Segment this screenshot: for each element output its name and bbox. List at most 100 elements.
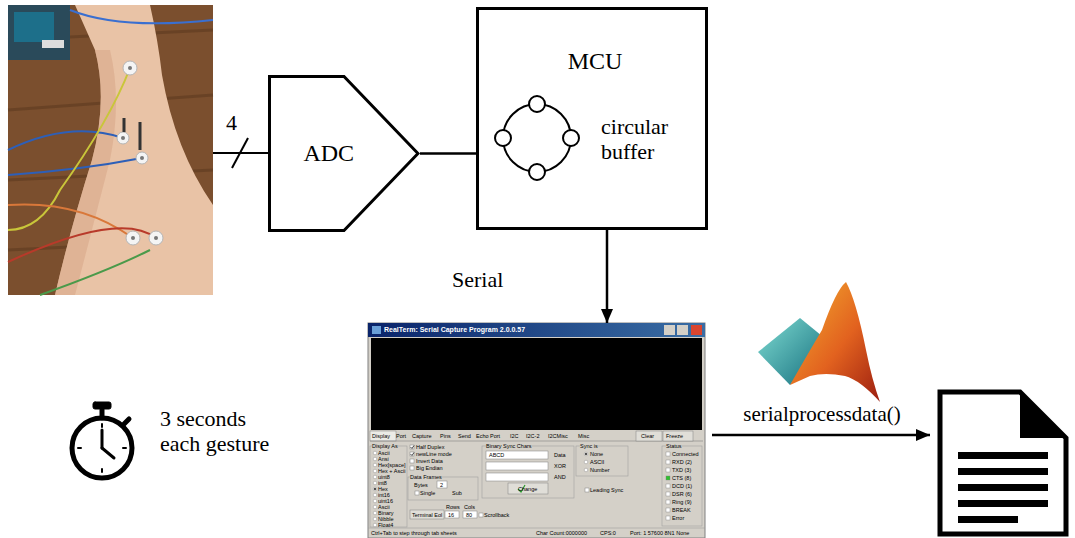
circular-buffer-icon [495, 130, 511, 146]
document-icon [958, 500, 1048, 507]
terminal-window [373, 499, 377, 503]
terminal-window [368, 323, 705, 538]
screen-text: Display As [372, 443, 398, 449]
terminal-window [373, 523, 377, 527]
arm-photo [8, 10, 213, 295]
document-icon [940, 392, 1066, 534]
screen-text: Number [590, 467, 610, 473]
terminal-window [666, 452, 670, 456]
screen-text: ABCD [489, 452, 504, 458]
terminal-window [373, 481, 377, 485]
screen-text: Invert Data [416, 458, 443, 464]
terminal-window [663, 431, 693, 441]
screen-text: Clear [641, 433, 654, 439]
arm-photo [117, 132, 129, 144]
terminal-window [584, 468, 588, 472]
screen-text: Big Endian [416, 465, 443, 471]
terminal-window [408, 477, 478, 500]
terminal-window [636, 431, 662, 441]
arm-photo [136, 152, 148, 164]
terminal-window [371, 338, 702, 430]
screen-text: Freeze [666, 433, 683, 439]
arm-photo [128, 66, 132, 70]
terminal-window [463, 511, 477, 518]
terminal-window [373, 457, 377, 461]
screen-text: Ctrl+Tab to step through tab sheets [371, 530, 457, 536]
terminal-window [585, 453, 587, 455]
terminal-window [370, 446, 702, 527]
screen-text: uint8 [378, 474, 390, 480]
stopwatch-icon [124, 419, 129, 424]
terminal-window [374, 488, 376, 490]
adc-outline [270, 77, 419, 231]
screen-text: Error [672, 515, 684, 521]
arm-photo [55, 5, 213, 295]
arm-photo [123, 61, 137, 75]
screen-text: Cols [464, 504, 475, 510]
terminal-window [373, 451, 588, 527]
screen-text: I2C [510, 433, 519, 439]
screen-text: Pins [440, 433, 451, 439]
terminal-window [584, 460, 588, 464]
screen-text: Send [458, 433, 471, 439]
terminal-window [479, 513, 483, 517]
screen-text: Scrollback [484, 512, 509, 518]
arm-photo [14, 12, 54, 42]
arm-photo [42, 40, 64, 48]
terminal-window [368, 323, 705, 538]
arm-photo [121, 136, 125, 140]
terminal-window [677, 325, 688, 335]
screen-text: 16 [448, 512, 454, 518]
arm-photo [8, 158, 142, 175]
screen-text: Rows [446, 504, 460, 510]
arm-photo [149, 231, 163, 245]
terminal-window [486, 473, 548, 481]
screen-text: TXD (3) [672, 467, 691, 473]
screen-text: AND [554, 474, 566, 480]
matlab-logo [758, 282, 880, 402]
screen-text: Data [554, 452, 566, 458]
terminal-window [437, 481, 447, 488]
screen-text: ASCII [590, 459, 604, 465]
terminal-window [666, 468, 670, 472]
edge-label: Serial [452, 267, 503, 292]
stopwatch-icon [93, 402, 111, 409]
document-icon [958, 484, 1048, 491]
arm-photo [8, 68, 130, 230]
terminal-window [666, 516, 670, 520]
stopwatch-icon [78, 424, 126, 472]
screen-text: Leading Sync [590, 487, 623, 493]
screen-text: 80 [466, 512, 472, 518]
screen-text: Hex [378, 486, 388, 492]
terminal-window [410, 466, 414, 470]
terminal-window [410, 459, 414, 463]
document-icon [958, 452, 1048, 459]
block-label: ADC [303, 140, 354, 168]
terminal-window [373, 493, 377, 497]
screen-text: Port: 1 57600 8N1 None [630, 530, 689, 536]
arm-photo [8, 5, 70, 60]
screen-text: DCD (1) [672, 483, 692, 489]
terminal-window [370, 431, 396, 441]
screen-text: Half Duplex [416, 444, 444, 450]
terminal-window [584, 452, 588, 456]
terminal-window [576, 446, 628, 476]
terminal-window [368, 528, 705, 529]
terminal-window [664, 325, 675, 335]
process-arrow [712, 434, 930, 437]
stopwatch-icon [100, 410, 105, 418]
screen-text: I2C-2 [526, 433, 539, 439]
terminal-window [373, 451, 377, 455]
terminal-window [666, 500, 670, 504]
screen-text: DSR (6) [672, 491, 692, 497]
terminal-window [370, 446, 407, 527]
duration-note: 3 seconds each gesture [160, 406, 280, 457]
screen-text: Sub [452, 490, 462, 496]
circular-buffer-icon [495, 96, 579, 180]
terminal-window [662, 446, 702, 526]
process-arrow [712, 435, 930, 436]
stopwatch-icon [102, 448, 114, 458]
terminal-window [691, 325, 702, 335]
terminal-window [411, 446, 415, 456]
